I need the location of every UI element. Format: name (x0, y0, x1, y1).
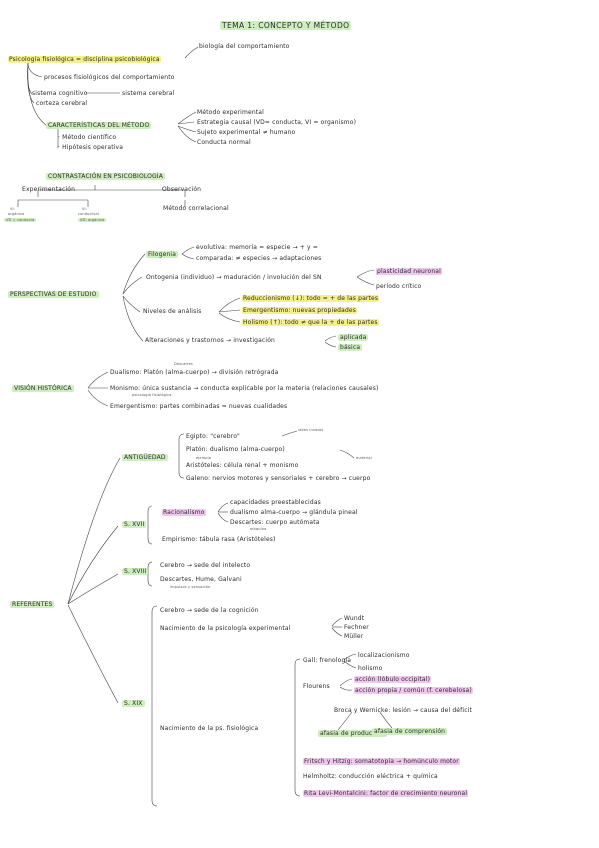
s1-root: Psicología fisiológica = disciplina psic… (8, 56, 161, 63)
s3-phylogeny: Filogenia (146, 251, 179, 258)
s4-monism-note: psicología fisiológica (132, 393, 172, 397)
s5-empiricism: Empirismo: tábula rasa (Aristóteles) (162, 536, 276, 543)
s5-flourens: Flourens (303, 683, 330, 690)
s5-c19-exp: Nacimiento de la psicología experimental (160, 625, 291, 632)
s3-applied: aplicada (338, 334, 369, 341)
s1-method-heading: CARACTERÍSTICAS DEL MÉTODO (46, 122, 152, 129)
s3-levels: Niveles de análisis (143, 308, 202, 315)
s3-ontogeny-b: período crítico (376, 283, 422, 290)
s5-ant-galen: Galeno: nervios motores y sensoriales + … (186, 475, 371, 482)
s5-fritsch: Fritsch y Hitzig: somatotopía → homúncul… (303, 758, 460, 765)
s5-levi-montalcini: Rita Levi-Montalcini: factor de crecimie… (303, 790, 469, 797)
s3-alterations: Alteraciones y trastornos → investigació… (145, 337, 275, 344)
s3-basic: básica (338, 344, 363, 351)
s4-dualism: Dualismo: Platón (alma-cuerpo) → divisió… (110, 369, 279, 376)
s5-broca-a: afasia de producción (318, 730, 388, 737)
s2-vi1-type: orgánica (8, 212, 25, 216)
s5-fechner: Fechner (344, 624, 369, 631)
s1-branch-processes: procesos fisiológicos del comportamiento (44, 74, 175, 81)
s5-broca-b: afasia de comprensión (372, 728, 448, 735)
s3-emergentism: Emergentismo: nuevas propiedades (242, 307, 358, 314)
s5-ant-aristotle: Aristóteles: célula renal + monismo (186, 462, 299, 469)
s5-c19-physio: Nacimiento de la ps. fisiológica (160, 725, 259, 732)
s2-vi1-vd: VD = conducta (4, 218, 37, 222)
s3-comparative: comparada: ≠ especies → adaptaciones (196, 255, 322, 262)
s5-flourens-b: acción propia / común (f. cerebelosa) (354, 687, 473, 694)
s5-ant-aristotle-note: ejemplo (196, 456, 212, 460)
s5-ant-egypt-note: ideas innatas (298, 428, 324, 432)
s1-branch-biology: biología del comportamiento (199, 43, 290, 50)
s5-rationalism: Racionalismo (162, 509, 206, 516)
s3-root: PERSPECTIVAS DE ESTUDIO (8, 291, 99, 298)
s2-vi2-label: VI: (82, 207, 88, 211)
s2-experimentation: Experimentación (22, 186, 76, 193)
s3-holism: Holismo (↑): todo ≠ que la + de las part… (242, 319, 379, 326)
s5-antiquity: ANTIGÜEDAD (122, 454, 168, 461)
s5-muller: Müller (344, 633, 364, 640)
s5-rat-2: dualismo alma-cuerpo → glándula pineal (230, 509, 358, 516)
s5-rat-3-note: máquina (250, 527, 267, 531)
s2-correlational: Método correlacional (163, 205, 229, 212)
s1-method-1: Método experimental (197, 109, 264, 116)
s3-ontogeny: Ontogenia (individuo) → maduración / inv… (146, 274, 322, 281)
s5-ant-plato: Platón: dualismo (alma-cuerpo) (186, 446, 285, 453)
s2-observation: Observación (162, 186, 202, 193)
s1-method-3: Sujeto experimental ≠ humano (197, 129, 296, 136)
s5-rat-3: Descartes: cuerpo autómata (230, 519, 320, 526)
s5-gall-a: localizacionismo (358, 652, 410, 659)
s4-root: VISIÓN HISTÓRICA (12, 385, 74, 392)
s4-emergentism: Emergentismo: partes combinadas = nuevas… (110, 403, 288, 410)
s5-c18-names: Descartes, Hume, Galvani (160, 576, 242, 583)
s5-c18-brain: Cerebro → sede del intelecto (160, 562, 251, 569)
s5-flourens-a: acción (lóbulo occipital) (354, 676, 432, 683)
s5-c17: S. XVII (122, 521, 147, 528)
s1-list-1: · Método científico (58, 134, 117, 141)
s5-wundt: Wundt (344, 615, 365, 622)
page-title: TEMA 1: CONCEPTO Y MÉTODO (220, 21, 352, 30)
s5-ant-egypt: Egipto: "cerebro" (186, 433, 240, 440)
s2-vi1-label: VI: (10, 207, 16, 211)
s4-dualism-note: Descartes (174, 362, 193, 366)
s3-ontogeny-a: plasticidad neuronal (376, 268, 442, 275)
s1-method-2: Estrategia causal (VD= conducta, VI = or… (197, 119, 357, 126)
s5-c18-note: impulsos y sensación (170, 585, 211, 589)
s5-ant-plato-note: material (356, 456, 372, 460)
s1-branch-cerebral: sistema cerebral (122, 90, 175, 97)
s5-rat-1: capacidades preestablecidas (230, 499, 321, 506)
s5-c19-brain: Cerebro → sede de la cognición (160, 607, 259, 614)
s5-gall-b: holismo (358, 665, 383, 672)
s5-gall: Gall: frenología (303, 657, 352, 664)
s5-c19: S. XIX (122, 700, 145, 707)
s1-method-4: Conducta normal (197, 139, 251, 146)
s4-monism: Monismo: única sustancia → conducta expl… (110, 385, 379, 392)
s3-reductionism: Reduccionismo (↓): todo = + de las parte… (242, 295, 380, 302)
s2-vi2-type: conductual (78, 212, 99, 216)
s5-helmholtz: Helmholtz: conducción eléctrica + químic… (303, 773, 438, 780)
s5-broca: Broca y Wernicke: lesión → causa del déf… (334, 707, 472, 714)
s1-branch-cortex: corteza cerebral (36, 100, 88, 107)
s2-vi2-vd: VD: orgánica (78, 218, 107, 222)
s2-title: CONTRASTACIÓN EN PSICOBIOLOGÍA (46, 173, 165, 180)
s5-root: REFERENTES (10, 601, 55, 608)
s1-branch-cognitive: sistema cognitivo (32, 90, 88, 97)
s1-list-2: · Hipótesis operativa (58, 144, 124, 151)
s5-c18: S. XVIII (122, 568, 149, 575)
s3-evolutive: evolutiva: memoria = especie → + y = (196, 244, 318, 251)
